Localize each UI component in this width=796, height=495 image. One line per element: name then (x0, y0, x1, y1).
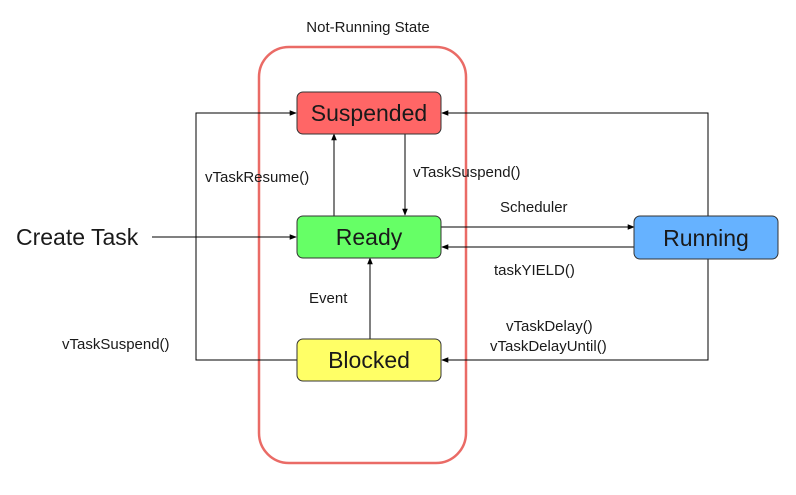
state-suspended-label: Suspended (311, 100, 427, 126)
state-running-box (633, 215, 779, 260)
state-ready-box (296, 215, 442, 259)
edge-running-to-blocked (441, 259, 709, 363)
label-vtaskresume: vTaskResume() (205, 169, 309, 186)
state-blocked-label: Blocked (328, 347, 410, 373)
state-running: Running (633, 215, 779, 260)
label-taskyield: taskYIELD() (494, 262, 575, 279)
label-vtaskdelayuntil: vTaskDelayUntil() (490, 338, 607, 355)
edge-blocked-to-suspended (195, 110, 297, 361)
state-blocked-box (296, 338, 442, 382)
state-suspended-box (296, 91, 442, 135)
edge-running-to-suspended (441, 110, 709, 216)
state-blocked: Blocked (296, 338, 442, 382)
state-ready: Ready (296, 215, 442, 259)
state-suspended: Suspended (296, 91, 442, 135)
state-ready-label: Ready (336, 224, 403, 250)
label-event: Event (309, 290, 348, 307)
not-running-group (257, 45, 468, 465)
label-vtaskdelay: vTaskDelay() (506, 318, 593, 335)
label-vtasksuspend-ready: vTaskSuspend() (413, 164, 521, 181)
label-scheduler: Scheduler (500, 199, 568, 216)
state-running-label: Running (663, 225, 749, 251)
label-vtasksuspend-blocked: vTaskSuspend() (62, 336, 170, 353)
group-title: Not-Running State (306, 19, 429, 36)
create-task-label: Create Task (16, 224, 139, 250)
